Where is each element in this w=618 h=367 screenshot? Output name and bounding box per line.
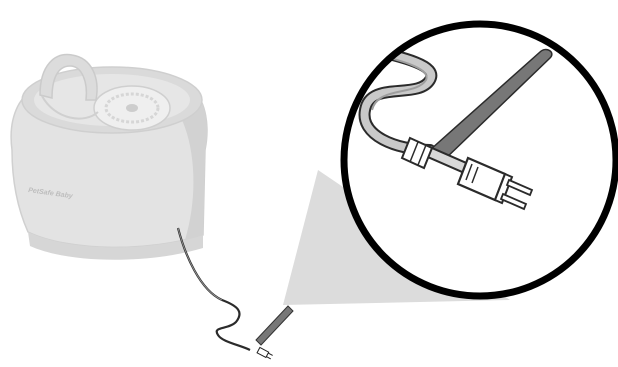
small-plug <box>257 347 273 359</box>
small-adhesive-strip <box>256 306 293 345</box>
mist-turbine-hub <box>126 104 138 112</box>
